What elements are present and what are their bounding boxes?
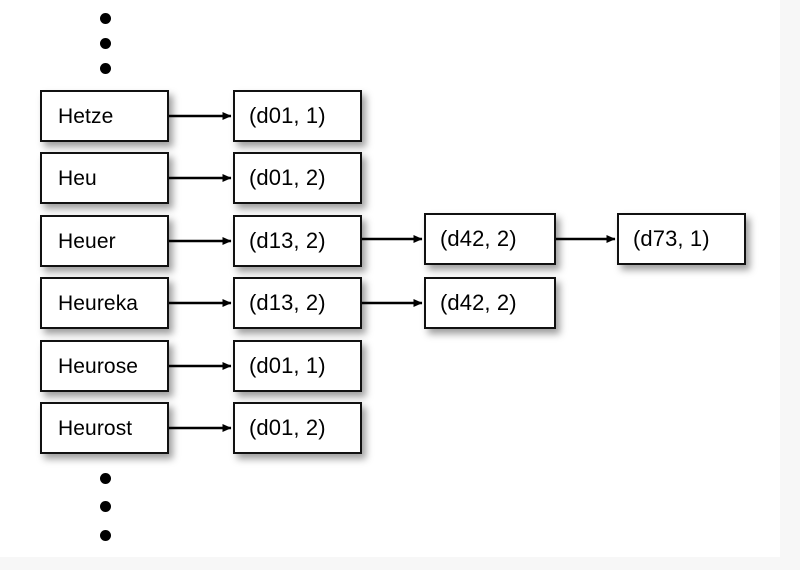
term-box-heurost-5[interactable]: Heurost (40, 402, 169, 454)
term-box-label: Heurose (58, 354, 139, 378)
posting-box-d01-2-1[interactable]: (d01, 2) (233, 152, 362, 204)
ellipsis-below-terms-dot-0 (100, 473, 111, 484)
posting-box-label: (d42, 2) (440, 290, 517, 315)
ellipsis-above-terms-dot-0 (100, 13, 111, 24)
term-box-label: Hetze (58, 104, 114, 128)
term-box-label: Heuer (58, 229, 116, 253)
posting-box-d42-2-0[interactable]: (d42, 2) (424, 213, 556, 265)
posting-box-d73-1-0[interactable]: (d73, 1) (617, 213, 746, 265)
posting-box-d42-2-1[interactable]: (d42, 2) (424, 277, 556, 329)
term-box-label: Heureka (58, 291, 139, 315)
ellipsis-below-terms-dot-1 (100, 501, 111, 512)
term-box-label: Heurost (58, 416, 133, 440)
posting-box-label: (d42, 2) (440, 226, 517, 251)
posting-box-d01-2-5[interactable]: (d01, 2) (233, 402, 362, 454)
posting-box-label: (d13, 2) (249, 228, 326, 253)
posting-box-label: (d01, 2) (249, 415, 326, 440)
posting-box-d13-2-2[interactable]: (d13, 2) (233, 215, 362, 267)
term-box-heu-1[interactable]: Heu (40, 152, 169, 204)
term-box-heurose-4[interactable]: Heurose (40, 340, 169, 392)
posting-box-d01-1-0[interactable]: (d01, 1) (233, 90, 362, 142)
posting-box-d01-1-4[interactable]: (d01, 1) (233, 340, 362, 392)
term-box-hetze-0[interactable]: Hetze (40, 90, 169, 142)
posting-box-label: (d13, 2) (249, 290, 326, 315)
posting-box-label: (d73, 1) (633, 226, 710, 251)
posting-box-d13-2-3[interactable]: (d13, 2) (233, 277, 362, 329)
term-box-heuer-2[interactable]: Heuer (40, 215, 169, 267)
term-box-label: Heu (58, 166, 97, 190)
posting-box-label: (d01, 1) (249, 103, 326, 128)
posting-box-label: (d01, 1) (249, 353, 326, 378)
ellipsis-above-terms-dot-2 (100, 63, 111, 74)
ellipsis-below-terms-dot-2 (100, 530, 111, 541)
ellipsis-above-terms-dot-1 (100, 38, 111, 49)
term-box-heureka-3[interactable]: Heureka (40, 277, 169, 329)
posting-box-label: (d01, 2) (249, 165, 326, 190)
